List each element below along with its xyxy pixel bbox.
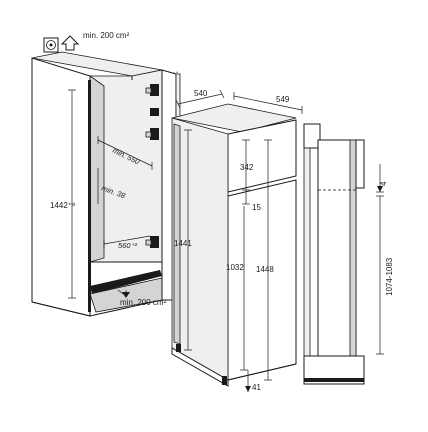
base-label: 41 (252, 383, 261, 392)
top-depth-dimension (175, 89, 225, 109)
right-gap-dimension (376, 164, 384, 193)
niche-depth-dimension (97, 136, 153, 170)
hinge-top (145, 84, 159, 96)
top-width-dimension (233, 92, 303, 114)
vent-bottom-label: min. 200 cm² (120, 298, 167, 307)
hinge-bottom (145, 236, 159, 248)
total-height-dimension (184, 129, 192, 351)
right-range-dimension (376, 195, 384, 355)
top-depth-label: 540 (194, 89, 208, 98)
top-width-label: 549 (276, 95, 290, 104)
body-height-label: 1448 (256, 265, 274, 274)
vent-icon-top (43, 35, 80, 53)
gap-dimension (242, 190, 250, 205)
niche-width-dimension (103, 235, 151, 248)
vent-top-label: min. 200 cm² (83, 31, 130, 40)
lower-door-label: 1032 (226, 263, 244, 272)
vent-icon-bottom (117, 289, 130, 298)
niche-width-label: 560⁺² (118, 241, 137, 250)
appliance-body (171, 103, 297, 387)
hinge-middle-2 (145, 128, 159, 140)
cabinet-niche (31, 51, 163, 317)
right-gap-label: 4 (379, 181, 388, 186)
hinge-middle-1 (150, 108, 159, 116)
gap-label: 15 (252, 203, 261, 212)
niche-height-dimension (68, 89, 76, 299)
total-height-label: 1441 (174, 239, 192, 248)
right-range-label: 1074-1083 (385, 257, 394, 296)
side-profile (303, 123, 365, 385)
lower-door-dimension (240, 206, 248, 371)
niche-height-label: 1442⁺⁸ (50, 201, 75, 210)
body-height-dimension (264, 139, 272, 381)
base-dimension (245, 370, 251, 392)
upper-door-label: 342 (240, 163, 254, 172)
